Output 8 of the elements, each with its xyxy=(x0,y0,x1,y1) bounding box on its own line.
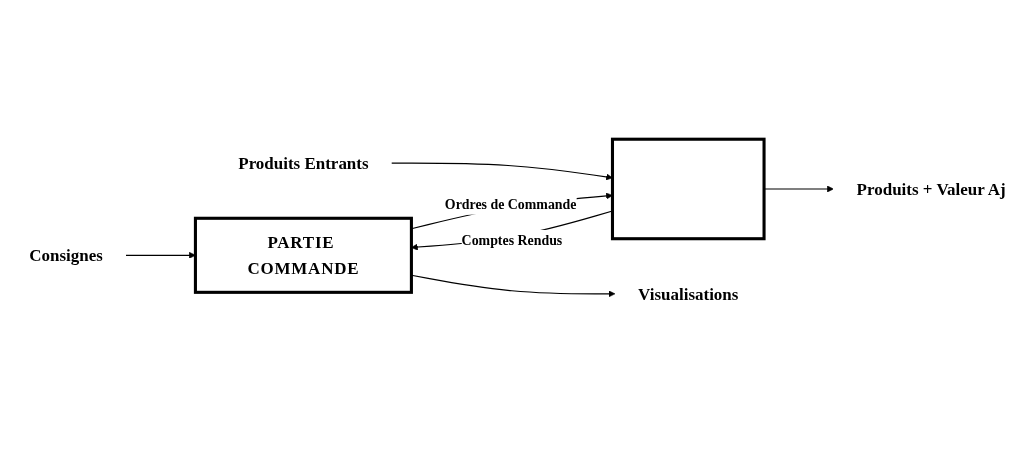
edge-label: Comptes Rendus xyxy=(461,232,563,248)
node-text: Produits + Valeur Aj xyxy=(856,179,1006,199)
node-text: Produits Entrants xyxy=(238,153,369,173)
edge-label: Ordres de Commande xyxy=(444,196,577,212)
node-box xyxy=(610,137,766,241)
node-box: PARTIE COMMANDE xyxy=(193,216,413,294)
node-text: Consignes xyxy=(29,245,103,265)
node-text: Visualisations xyxy=(638,284,739,304)
